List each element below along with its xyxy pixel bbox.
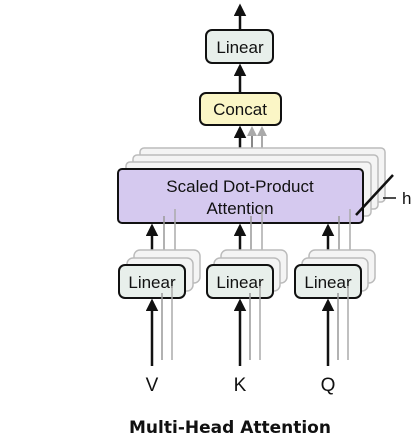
- heads-bracket: [355, 174, 394, 216]
- attention-label-line2: Attention: [206, 199, 273, 218]
- linear-k-block: Linear: [206, 249, 288, 299]
- attention-box: [117, 168, 364, 224]
- linear-v-box: [118, 264, 186, 299]
- linear-v-label: Linear: [128, 273, 176, 292]
- input-v-label: V: [146, 375, 159, 396]
- concat-label: Concat: [213, 100, 267, 119]
- linear-k-label: Linear: [216, 273, 264, 292]
- linear-k-box: [206, 264, 274, 299]
- input-arrows: [145, 286, 349, 366]
- concat-block: Concat: [199, 92, 282, 126]
- input-q-label: Q: [321, 375, 336, 396]
- linear-q-block: Linear: [294, 249, 376, 299]
- linear-q-label: Linear: [304, 273, 352, 292]
- attention-block: Scaled Dot-Product Attention: [117, 168, 364, 224]
- linear-v-block: Linear: [118, 249, 201, 299]
- top-linear-block: Linear: [205, 29, 274, 64]
- diagram-caption: Multi-Head Attention: [129, 418, 331, 436]
- attention-label-line1: Scaled Dot-Product: [166, 177, 314, 196]
- linear-q-box: [294, 264, 362, 299]
- top-linear-box: [205, 29, 274, 64]
- heads-label: h: [402, 189, 411, 208]
- top-linear-label: Linear: [216, 38, 264, 57]
- input-k-label: K: [234, 375, 247, 396]
- concat-box: [199, 92, 282, 126]
